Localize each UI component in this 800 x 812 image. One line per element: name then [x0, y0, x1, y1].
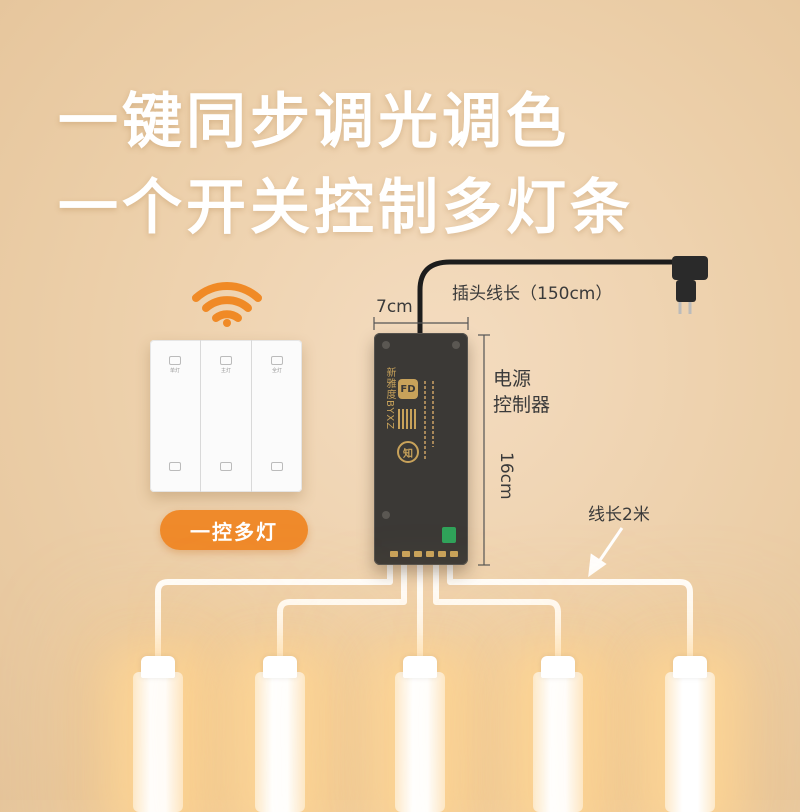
- switch-gang-3[interactable]: 全灯: [252, 340, 302, 492]
- width-dimension: [373, 317, 469, 330]
- led-strip-cap: [673, 656, 707, 678]
- switch-mark: [271, 462, 283, 471]
- led-cables: [155, 565, 693, 662]
- screw: [452, 341, 460, 349]
- led-strip-cap: [141, 656, 175, 678]
- device-label-line2: 控制器: [493, 394, 551, 416]
- smart-switch-panel: 单灯 主灯 全灯: [150, 340, 302, 492]
- height-label: 16cm: [496, 452, 516, 500]
- arrow-icon: [588, 527, 624, 578]
- led-strip-cap: [263, 656, 297, 678]
- qr-code: [398, 409, 418, 429]
- headline-line1: 一键同步调光调色: [58, 87, 570, 157]
- wifi-icon: [192, 282, 262, 327]
- terminal-block: [442, 527, 456, 543]
- switch-mark: [169, 462, 181, 471]
- one-control-multi-light-badge: 一控多灯: [160, 510, 308, 550]
- led-strip-3: [395, 672, 445, 812]
- controller-brand: 新雅度BYXZ: [384, 367, 395, 431]
- gang-label: 主灯: [220, 368, 232, 374]
- spec-text: [424, 381, 426, 461]
- device-label-line1: 电源: [493, 368, 532, 390]
- screw: [382, 511, 390, 519]
- power-controller: 新雅度BYXZ FD 知: [374, 333, 468, 565]
- certification-seal: 知: [397, 441, 419, 463]
- led-strip-1: [133, 672, 183, 812]
- cable-length-label: 线长2米: [588, 505, 650, 525]
- switch-gang-2[interactable]: 主灯: [201, 340, 252, 492]
- width-label: 7cm: [376, 297, 413, 317]
- led-strip-2: [255, 672, 305, 812]
- switch-mark: [220, 462, 232, 471]
- switch-mark: [220, 356, 232, 365]
- headline-line2: 一个开关控制多灯条: [58, 173, 634, 243]
- output-ports: [390, 551, 458, 557]
- plug-icon: [672, 256, 708, 314]
- plug-length-label: 插头线长（150cm）: [452, 284, 613, 304]
- plug-cable: [417, 259, 690, 333]
- led-strip-cap: [403, 656, 437, 678]
- led-strip-5: [665, 672, 715, 812]
- led-strip-4: [533, 672, 583, 812]
- brand-logo: FD: [398, 379, 418, 399]
- gang-label: 全灯: [271, 368, 283, 374]
- switch-gang-1[interactable]: 单灯: [150, 340, 201, 492]
- switch-mark: [271, 356, 283, 365]
- spec-text: [432, 381, 434, 447]
- led-strip-cap: [541, 656, 575, 678]
- gang-label: 单灯: [169, 368, 181, 374]
- screw: [382, 341, 390, 349]
- switch-mark: [169, 356, 181, 365]
- height-dimension: [478, 334, 490, 566]
